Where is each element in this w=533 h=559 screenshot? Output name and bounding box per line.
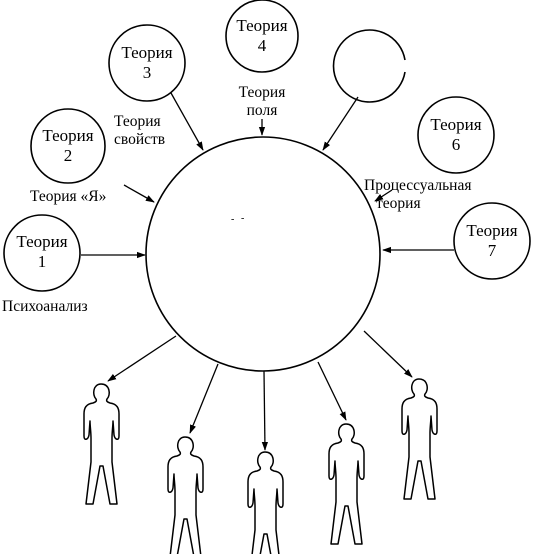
central-mark: - — [241, 213, 244, 224]
theory-1-number: 1 — [38, 252, 47, 271]
theory-2-label: Теория «Я» — [30, 188, 106, 205]
theory-3-number: 3 — [143, 63, 152, 82]
person-figure-1 — [83, 383, 120, 505]
theory-6-node: Теория 6 — [417, 96, 495, 174]
theory-4-number: 4 — [258, 36, 267, 55]
theory-4-node: Теория 4 — [225, 0, 299, 73]
theory-3-label-line-2: свойств — [114, 131, 165, 148]
theory-6-label-line-2: теория — [376, 195, 421, 212]
theory-6-word: Теория — [430, 115, 481, 134]
arrow-to-person-1 — [107, 335, 177, 382]
central-mark: - — [231, 214, 234, 225]
person-figure-4 — [328, 423, 365, 545]
arrow-theory-3 — [170, 92, 204, 151]
theory-3-word: Теория — [121, 43, 172, 62]
theory-3-label-line-1: Теория — [114, 113, 161, 130]
person-figure-2 — [167, 436, 204, 558]
theory-4-label-line-1: Теория — [239, 84, 286, 101]
theory-1-word: Теория — [16, 232, 67, 251]
arrow-to-person-2 — [189, 363, 219, 434]
arrow-theory-5 — [322, 96, 359, 151]
theory-3-node: Теория 3 — [108, 24, 186, 102]
central-circle — [145, 136, 381, 372]
arrow-theory-2 — [123, 184, 155, 203]
theory-7-number: 7 — [488, 241, 497, 260]
theory-4-word: Теория — [236, 16, 287, 35]
arrow-theory-6 — [374, 189, 393, 202]
theory-6-number: 6 — [452, 135, 461, 154]
theory-1-label: Психоанализ — [2, 298, 88, 315]
theory-2-number: 2 — [64, 146, 73, 165]
arrow-to-person-4 — [317, 361, 347, 421]
theory-4-label-line-2: поля — [247, 102, 278, 119]
theory-7-node: Теория 7 — [453, 202, 531, 280]
theory-1-node: Теория 1 — [3, 214, 81, 292]
theory-5-open-circle — [332, 29, 406, 103]
theory-2-word: Теория — [42, 126, 93, 145]
theory-7-word: Теория — [466, 221, 517, 240]
arrow-to-person-3 — [261, 370, 269, 451]
theory-6-label-line-1: Процессуальная — [364, 177, 471, 194]
arrow-to-person-5 — [363, 330, 413, 378]
theory-2-node: Теория 2 — [30, 108, 106, 184]
person-figure-3 — [247, 451, 284, 559]
person-figure-5 — [401, 378, 438, 500]
